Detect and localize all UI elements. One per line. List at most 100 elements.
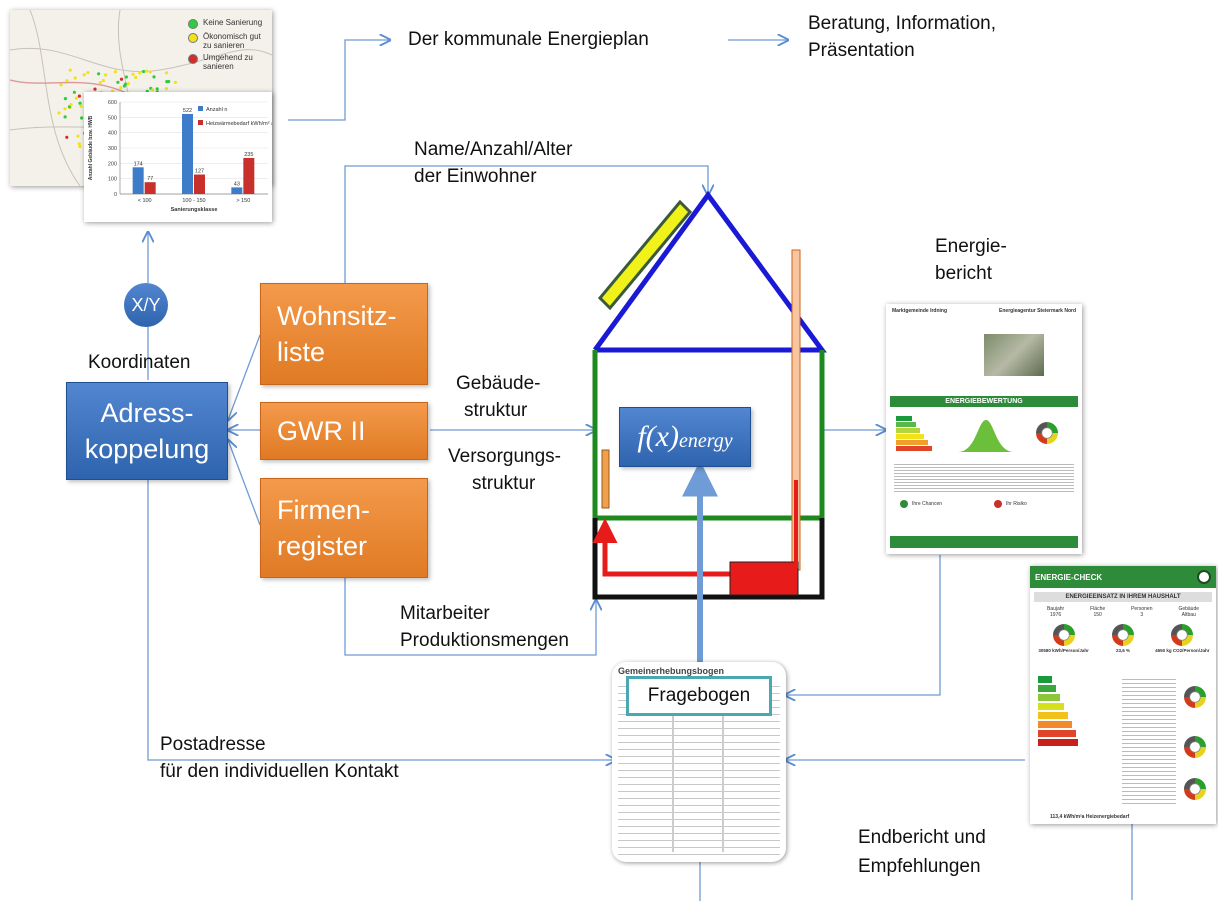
map-legend-item: Keine Sanierung xyxy=(188,18,270,29)
chart-ylabel: Anzahl Gebäude bzw. HWB xyxy=(88,115,94,180)
map-building-dot xyxy=(134,75,138,79)
fragebogen-label: Fragebogen xyxy=(647,685,751,706)
name-label-2: der Einwohner xyxy=(414,166,537,187)
map-building-dot xyxy=(122,84,126,88)
map-building-dot xyxy=(78,144,82,149)
map-building-dot xyxy=(72,90,76,94)
chart-category-label: > 150 xyxy=(236,198,250,204)
map-building-dot xyxy=(164,71,169,75)
beratung-label-2: Präsentation xyxy=(808,40,915,61)
check-gauge-side-3 xyxy=(1184,778,1206,800)
function-sub: energy xyxy=(678,430,733,452)
energiebericht-document: Marktgemeinde Irdning Energieagentur Ste… xyxy=(886,304,1082,554)
chart-ytick-label: 100 xyxy=(108,177,117,183)
xy-label: X/Y xyxy=(131,294,161,315)
firmen-line2: register xyxy=(277,531,368,561)
check-gauge-side-1 xyxy=(1184,686,1206,708)
chart-data-label: 522 xyxy=(183,108,192,114)
bericht-risiko: Ihr Risiko xyxy=(994,500,1027,508)
check-footer: 113,4 kWh/m²a Heizenergiebedarf xyxy=(1050,814,1130,820)
small-pipe xyxy=(601,449,610,509)
map-building-dot xyxy=(101,78,105,83)
map-building-dot xyxy=(97,72,101,76)
check-stat-label: Personen xyxy=(1131,606,1153,612)
check-subheader: ENERGIEEINSATZ IN IHREM HAUSHALT xyxy=(1034,592,1212,602)
house-roof xyxy=(592,190,827,353)
chart-ytick-label: 0 xyxy=(114,192,117,198)
energiebericht-title-1: Energie- xyxy=(935,236,1007,257)
solar-panel xyxy=(597,199,693,311)
chart-legend-swatch xyxy=(198,106,203,111)
bericht-gauge xyxy=(1036,422,1058,444)
heating-pipe xyxy=(592,518,735,577)
map-legend-item: Ökonomisch gut zu sanieren xyxy=(188,32,270,50)
map-building-dot xyxy=(68,68,72,72)
map-legend-item: Umgehend zu sanieren xyxy=(188,53,270,71)
map-building-dot xyxy=(151,88,155,92)
chart-data-label: 127 xyxy=(195,169,204,175)
bericht-org2: Energieagentur Steiermark Nord xyxy=(999,308,1076,314)
check-stat-label: Gebäude xyxy=(1178,606,1200,612)
chart-bar xyxy=(182,113,193,194)
bericht-banner: ENERGIEBEWERTUNG xyxy=(890,396,1078,407)
chart-bar xyxy=(144,182,156,194)
map-building-dot xyxy=(152,75,156,79)
map-building-dot xyxy=(63,115,67,119)
map-legend-dot xyxy=(188,19,198,29)
house-drawing xyxy=(592,190,827,600)
check-stat-value: 1976 xyxy=(1050,612,1062,618)
map-building-dot xyxy=(104,73,108,77)
map-building-dot xyxy=(173,80,177,84)
map-building-dot xyxy=(65,135,69,139)
chart-legend-label: Heizwärmebedarf kWh/m² a xyxy=(206,121,272,127)
check-gauge xyxy=(1052,624,1075,646)
energy-function-box: f(x)energy xyxy=(619,407,751,467)
firmen-line1: Firmen- xyxy=(277,495,370,525)
map-building-dot xyxy=(76,134,80,138)
fragebogen-label-box: Fragebogen xyxy=(626,676,772,716)
chart-background xyxy=(84,92,272,222)
name-label-1: Name/Anzahl/Alter xyxy=(414,139,573,160)
map-building-dot xyxy=(119,77,124,81)
map-building-dot xyxy=(148,70,152,74)
map-building-dot xyxy=(77,142,81,146)
line-chart-to-plan xyxy=(288,40,390,121)
check-gauge-item: 23,6 % xyxy=(1095,624,1151,653)
postadresse-label-1: Postadresse xyxy=(160,734,266,755)
endbericht-label-2: Empfehlungen xyxy=(858,856,981,877)
bericht-chancen: Ihre Chancen xyxy=(900,500,942,508)
gebaeude-label-1: Gebäude- xyxy=(456,373,541,394)
chart-ytick-label: 500 xyxy=(108,115,117,121)
map-building-dot xyxy=(131,72,135,76)
map-building-dot xyxy=(73,76,77,80)
chart-legend-swatch xyxy=(198,120,203,125)
check-stat-label: Fläche xyxy=(1090,606,1106,612)
adresskoppelung-box: Adress- koppelung xyxy=(66,382,228,480)
map-building-dot xyxy=(155,87,159,91)
bericht-org1: Marktgemeinde Irdning xyxy=(892,308,948,314)
endbericht-label-1: Endbericht und xyxy=(858,827,986,848)
versorgung-label-2: struktur xyxy=(472,473,536,494)
chart-data-label: 235 xyxy=(244,152,253,158)
chart-ytick-label: 200 xyxy=(108,161,117,167)
map-building-dot xyxy=(86,71,90,75)
chart-bar xyxy=(243,157,255,194)
energiebericht-title-2: bericht xyxy=(935,263,993,284)
map-building-dot xyxy=(98,81,102,85)
gwr-box: GWR II xyxy=(260,402,428,460)
map-building-dot xyxy=(63,97,67,101)
map-building-dot xyxy=(167,79,171,84)
bericht-bell-curve xyxy=(958,420,1014,452)
mitarbeiter-label-1: Mitarbeiter xyxy=(400,603,490,624)
map-building-dot xyxy=(93,87,97,91)
map-building-dot xyxy=(144,69,148,73)
check-energy-label xyxy=(1038,676,1078,746)
heater-box xyxy=(729,561,799,596)
chart-ytick-label: 400 xyxy=(108,131,117,137)
check-gauge-item: 30580 kWh/Person/Jahr xyxy=(1036,624,1092,653)
